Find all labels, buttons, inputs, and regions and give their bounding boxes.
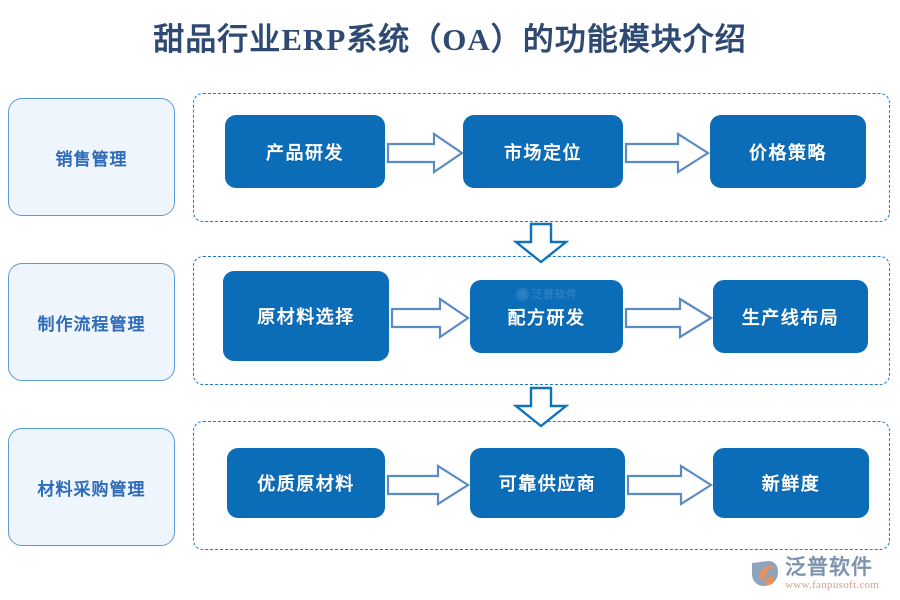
- brand-watermark-label: 泛普软件: [531, 289, 578, 301]
- process-node-label: 价格策略: [749, 142, 827, 163]
- down-block-arrow-icon: [513, 386, 569, 428]
- process-node-label: 生产线布局: [741, 307, 840, 328]
- category-chip-label: 制作流程管理: [37, 314, 146, 334]
- process-node-label: 优质原材料: [257, 474, 355, 494]
- process-node[interactable]: 可靠供应商: [470, 448, 625, 518]
- category-chip-label: 材料采购管理: [37, 479, 146, 499]
- process-node[interactable]: 原材料选择: [223, 271, 389, 361]
- process-node[interactable]: 生产线布局: [713, 280, 868, 353]
- category-chip-production-process[interactable]: 制作流程管理: [8, 263, 175, 381]
- right-block-arrow-icon: [624, 297, 713, 339]
- process-node-label: 可靠供应商: [498, 474, 597, 494]
- brand-logo: 泛普软件 www.fanpusoft.com: [748, 556, 893, 596]
- category-chip-material-purchase[interactable]: 材料采购管理: [8, 428, 175, 546]
- right-block-arrow-icon: [624, 132, 710, 174]
- process-node[interactable]: 产品研发: [225, 115, 385, 188]
- category-chip-label: 销售管理: [55, 149, 128, 169]
- process-node[interactable]: 新鲜度: [713, 448, 869, 518]
- process-node-label: 配方研发: [507, 307, 586, 328]
- brand-watermark: 泛普软件: [515, 286, 578, 302]
- process-node-label: 原材料选择: [257, 307, 355, 327]
- right-block-arrow-icon: [626, 464, 713, 506]
- brand-text-wrap: 泛普软件 www.fanpusoft.com: [785, 556, 879, 592]
- process-node-label: 市场定位: [504, 142, 582, 163]
- process-node[interactable]: 泛普软件 配方研发: [470, 280, 623, 353]
- fanpu-swoosh-logo-icon: [752, 561, 778, 586]
- process-node[interactable]: 市场定位: [463, 115, 623, 188]
- process-node[interactable]: 优质原材料: [227, 448, 385, 518]
- down-block-arrow-icon: [513, 222, 569, 264]
- right-block-arrow-icon: [386, 131, 464, 175]
- brand-url: www.fanpusoft.com: [785, 579, 880, 592]
- right-block-arrow-icon: [386, 464, 470, 506]
- process-node[interactable]: 价格策略: [710, 115, 866, 188]
- process-node-label: 新鲜度: [761, 474, 821, 494]
- row-container-sales: [193, 93, 890, 222]
- fanpu-swoosh-logo-icon: [515, 287, 529, 301]
- page-title: 甜品行业ERP系统（OA）的功能模块介绍: [153, 22, 747, 57]
- category-chip-sales[interactable]: 销售管理: [8, 98, 175, 216]
- process-node-label: 产品研发: [266, 142, 344, 163]
- right-block-arrow-icon: [390, 296, 470, 340]
- brand-name: 泛普软件: [785, 555, 873, 579]
